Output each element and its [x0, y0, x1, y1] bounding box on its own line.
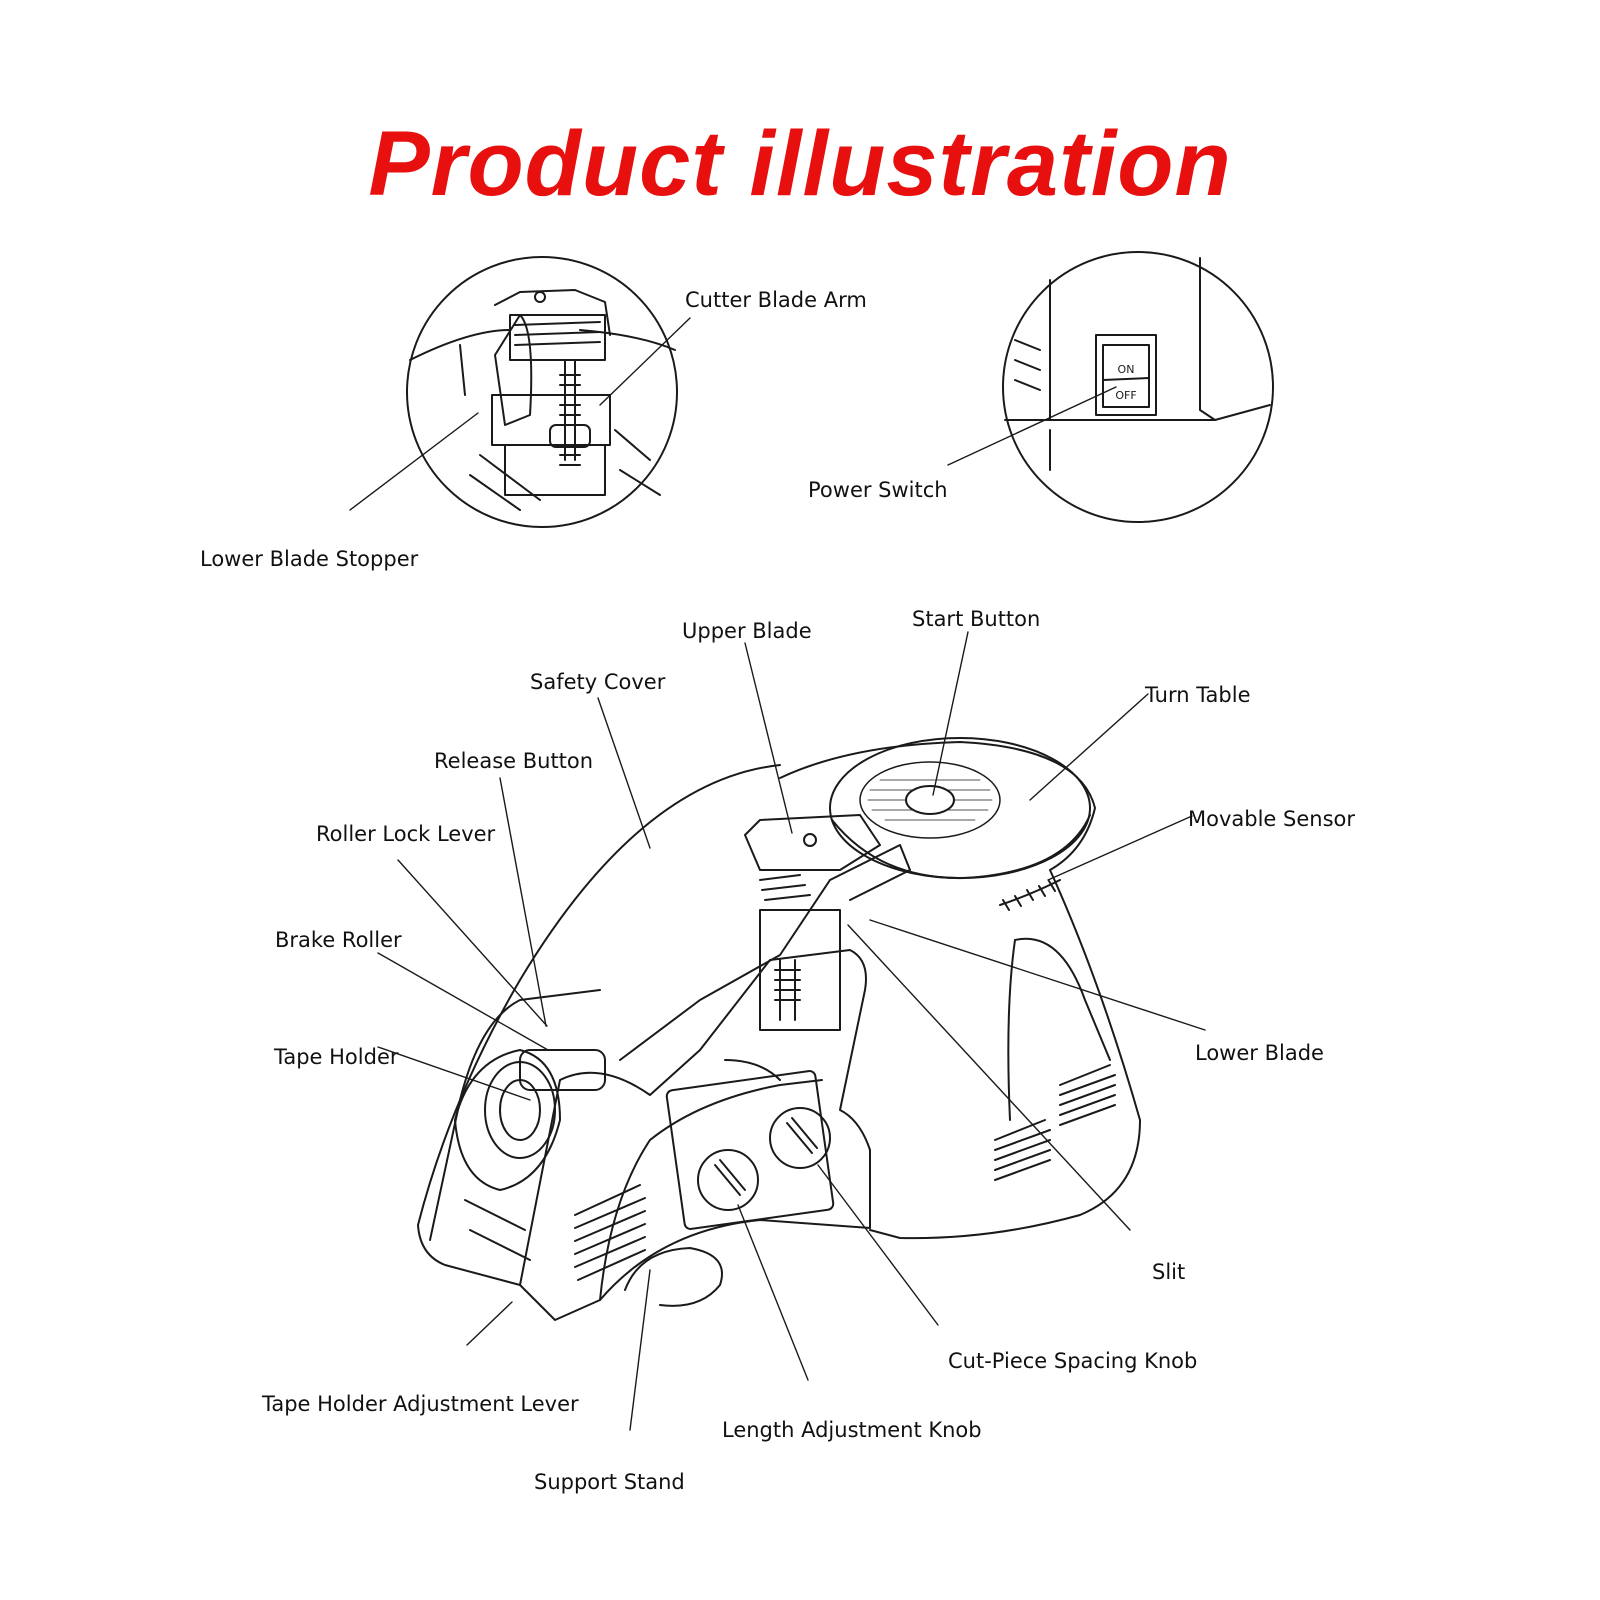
callout-lines	[349, 317, 1206, 1431]
label-safety-cover: Safety Cover	[530, 670, 666, 694]
power-switch	[1102, 344, 1150, 408]
label-movable-sensor: Movable Sensor	[1188, 807, 1356, 831]
switch-housing	[1095, 334, 1157, 416]
label-support-stand: Support Stand	[534, 1470, 685, 1494]
label-roller-lock-lever: Roller Lock Lever	[316, 822, 496, 846]
switch-off-text: OFF	[1115, 389, 1136, 402]
label-slit: Slit	[1152, 1260, 1186, 1284]
cutter-detail-view	[406, 256, 678, 528]
knob-panel	[665, 1070, 835, 1230]
label-tape-holder: Tape Holder	[274, 1045, 399, 1069]
cut-piece-spacing-knob	[769, 1107, 831, 1169]
label-lower-blade-stopper: Lower Blade Stopper	[200, 547, 419, 571]
switch-on-text: ON	[1118, 363, 1135, 376]
label-brake-roller: Brake Roller	[275, 928, 402, 952]
length-adjustment-knob	[697, 1149, 759, 1211]
label-cut-piece-spacing-knob: Cut-Piece Spacing Knob	[948, 1349, 1198, 1373]
label-power-switch: Power Switch	[808, 478, 948, 502]
label-release-button: Release Button	[434, 749, 594, 773]
label-start-button: Start Button	[912, 607, 1041, 631]
label-upper-blade: Upper Blade	[682, 619, 812, 643]
page-title: Product illustration	[368, 113, 1232, 215]
start-button	[905, 785, 955, 815]
label-length-adjustment-knob: Length Adjustment Knob	[722, 1418, 982, 1442]
machine-body	[417, 737, 1141, 1321]
power-switch-detail-view: ON OFF	[1002, 251, 1274, 523]
label-tape-holder-adjustment-lever: Tape Holder Adjustment Lever	[262, 1392, 579, 1416]
label-turn-table: Turn Table	[1145, 683, 1251, 707]
turn-table-mesh	[859, 761, 1001, 839]
label-lower-blade: Lower Blade	[1195, 1041, 1324, 1065]
label-cutter-blade-arm: Cutter Blade Arm	[685, 288, 867, 312]
